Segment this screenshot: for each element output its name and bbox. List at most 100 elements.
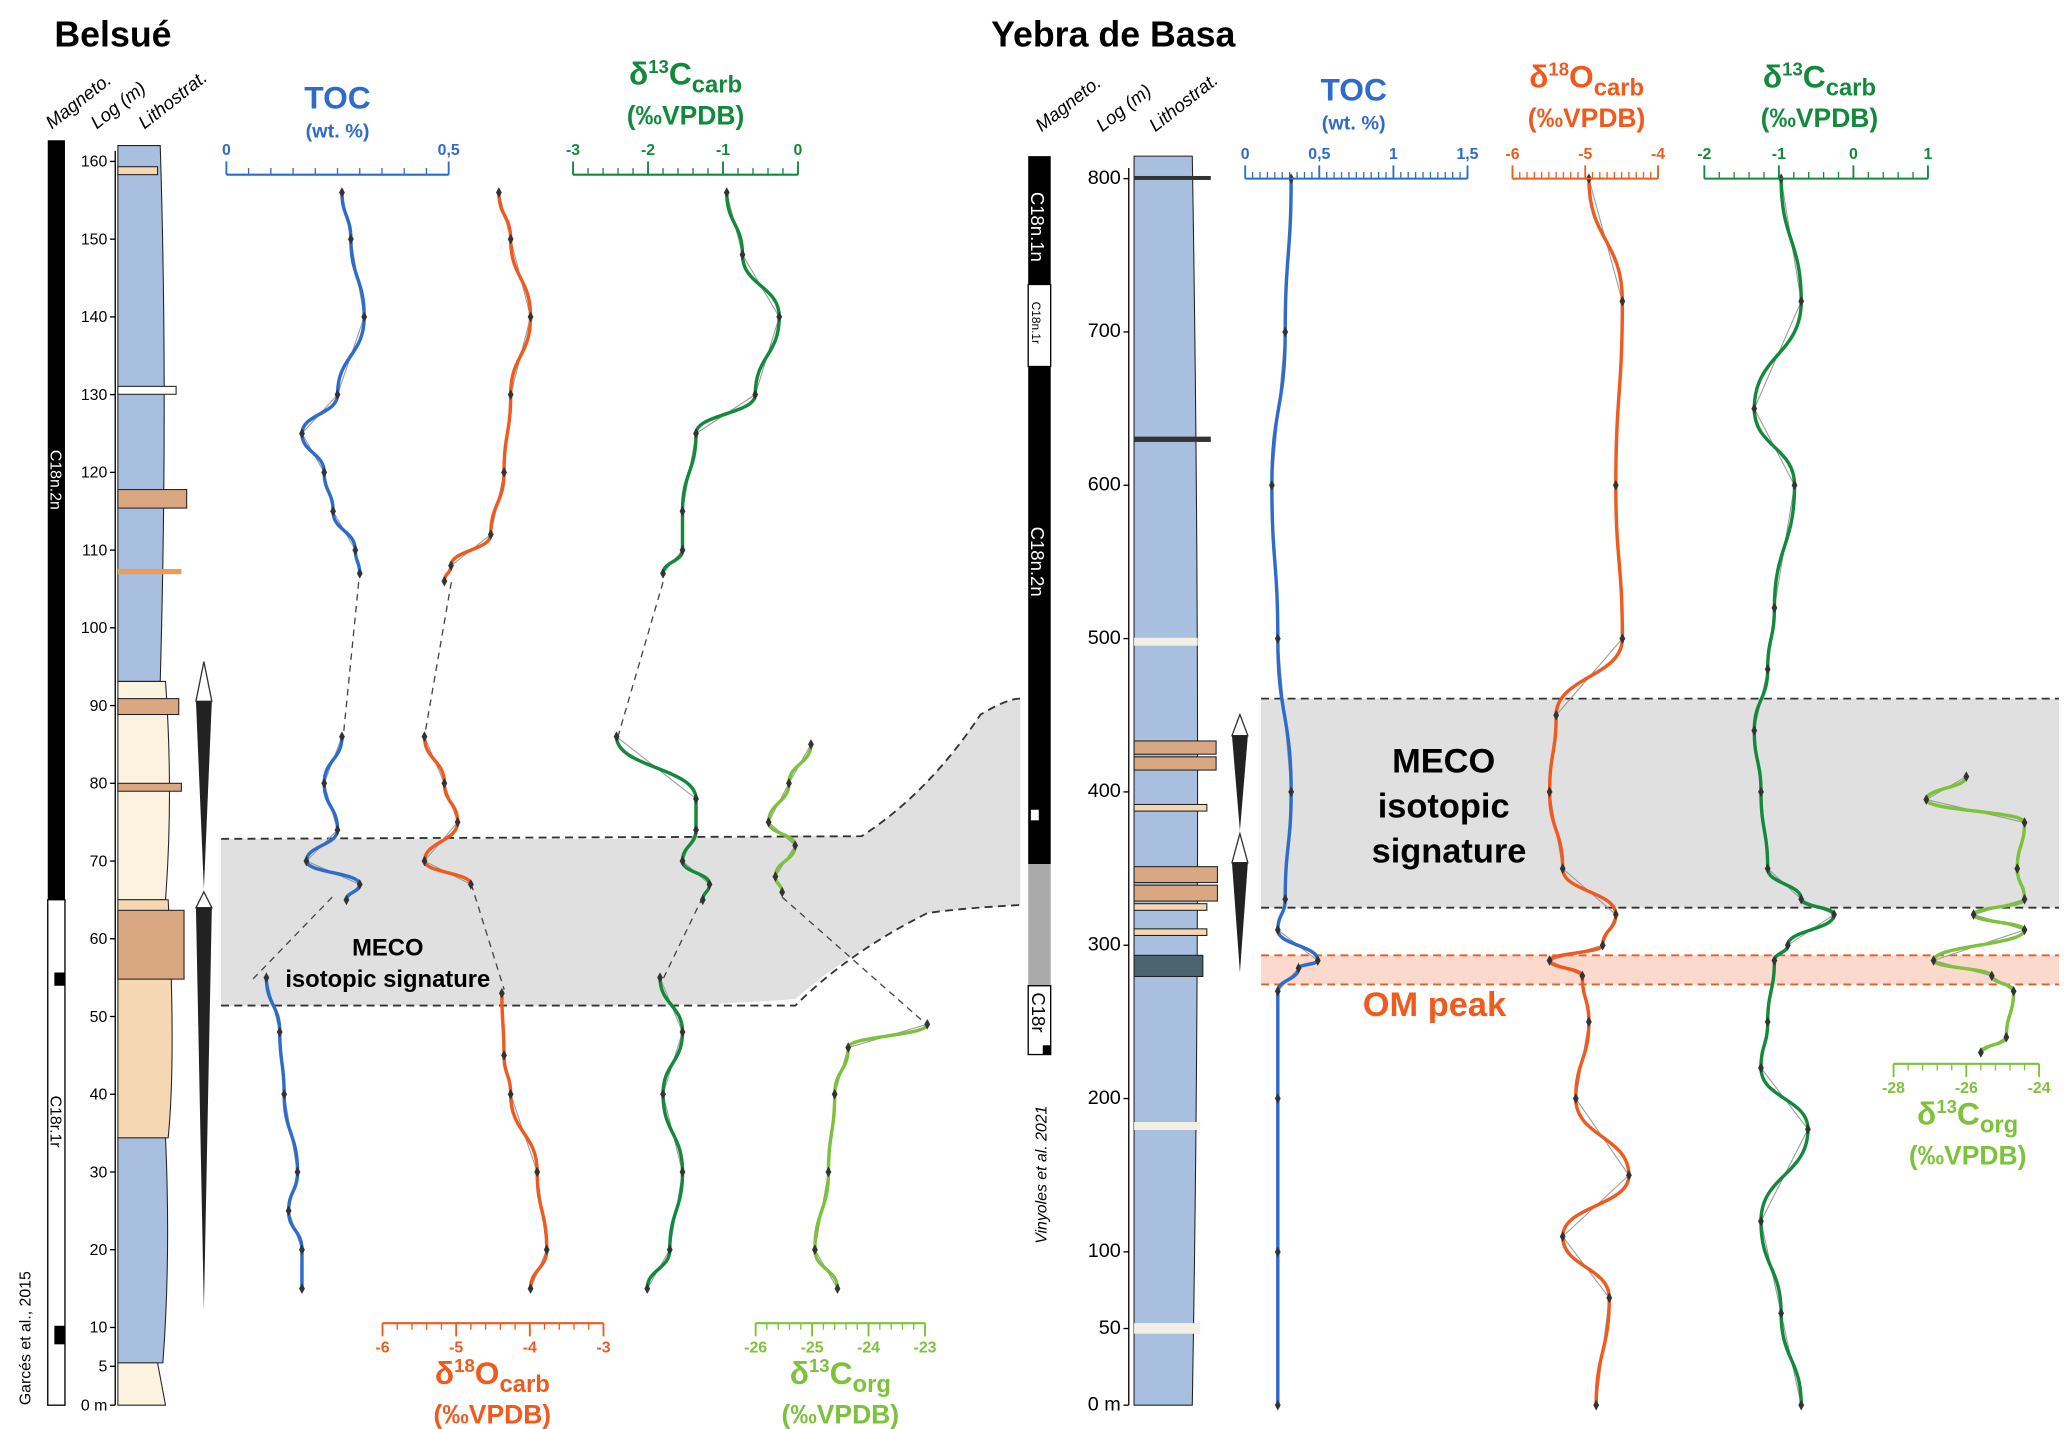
magnetozone-c18n1r: C18n.1r: [1029, 302, 1043, 344]
data-point: [924, 1018, 931, 1030]
title-element: C: [1803, 58, 1826, 94]
tick-label: 0: [1241, 146, 1250, 163]
tick-label: -2: [641, 142, 655, 159]
tick-label: -3: [596, 1339, 610, 1356]
data-point: [2021, 893, 2028, 905]
tick-label: -26: [744, 1339, 767, 1356]
series-unit: (‰VPDB): [434, 1400, 552, 1429]
data-point: [1771, 602, 1778, 614]
title-isotope: 18: [454, 1355, 475, 1376]
data-point: [1758, 786, 1764, 798]
data-point: [356, 568, 363, 579]
data-point: [1579, 970, 1586, 982]
data-point: [706, 879, 713, 890]
tick-label: -6: [375, 1339, 389, 1356]
smoothed-curve: [661, 192, 781, 574]
data-point: [739, 249, 746, 260]
value-axis-belsue-3: -26-25-24-23: [744, 1322, 937, 1356]
series-layer: [263, 173, 2028, 1411]
smoothed-curve: [442, 192, 533, 582]
data-point: [527, 311, 534, 323]
depth-tick-label: 600: [1088, 474, 1121, 496]
data-point: [1764, 1016, 1771, 1028]
tick-label: 1: [1389, 146, 1398, 163]
depth-tick-label: 130: [81, 387, 108, 404]
depth-tick-label: 90: [90, 698, 108, 715]
title-element: O: [475, 1355, 500, 1391]
data-point: [330, 505, 336, 517]
title-element: C: [830, 1355, 853, 1391]
data-point: [1963, 771, 1970, 782]
depth-tick-label: 60: [90, 931, 108, 948]
tick-label: 1,5: [1456, 146, 1478, 163]
title-delta: δ: [1529, 58, 1548, 94]
depth-tick-label: 20: [90, 1242, 108, 1259]
tick-label: 0: [794, 142, 803, 159]
tick-label: 0,5: [1308, 146, 1330, 163]
yebra-meco-label-2: isotopic: [1378, 788, 1510, 826]
data-point: [1771, 955, 1778, 966]
tick-label: -6: [1505, 146, 1519, 163]
title-element: C: [1957, 1096, 1980, 1132]
data-point: [1599, 939, 1606, 951]
data-point: [1791, 479, 1798, 491]
series-belsue-1: [421, 187, 550, 1294]
title-isotope: 13: [809, 1355, 830, 1376]
header-lithostrat: Lithostrat.: [134, 66, 211, 133]
depth-tick-label: 0 m: [1088, 1393, 1121, 1415]
data-point: [2021, 924, 2028, 936]
yebra-lithology-column: [1133, 155, 1218, 1406]
series-yebra-0: [1268, 173, 1321, 1411]
data-point: [1758, 1062, 1764, 1074]
data-point: [1612, 479, 1619, 491]
data-point: [693, 428, 699, 439]
series-title: δ13Corg: [1917, 1096, 2018, 1139]
series-unit: (‰VPDB): [782, 1400, 900, 1429]
data-point: [263, 972, 270, 983]
data-point: [507, 1088, 514, 1100]
data-point: [1593, 1399, 1600, 1411]
title-delta: δ: [1763, 58, 1782, 94]
tick-label: -25: [801, 1339, 824, 1356]
data-point: [845, 1042, 852, 1053]
data-point: [321, 778, 328, 789]
tick-label: -5: [449, 1339, 463, 1356]
raw-data-line: [501, 993, 548, 1289]
magnetozone-c18n2n: C18n.2n: [1027, 527, 1048, 597]
raw-data-line: [646, 977, 684, 1289]
depth-tick-label: 150: [81, 231, 108, 248]
data-point: [294, 1166, 301, 1178]
yebra-trend-triangles: [1231, 712, 1249, 973]
smoothed-curve: [813, 1023, 929, 1289]
raw-data-line: [814, 1023, 928, 1289]
belsue-magnetostratigraphy: C18n.2n C18r.1r Garcés et al., 2015: [18, 140, 66, 1406]
data-point: [679, 1166, 686, 1178]
tick-label: -5: [1578, 146, 1592, 163]
value-axis-belsue-1: -6-5-4-3: [375, 1322, 611, 1356]
data-point: [495, 187, 502, 198]
smoothed-curve: [264, 977, 304, 1289]
data-point: [534, 1166, 541, 1178]
series-belsue-2: [613, 187, 783, 1294]
tick-label: -24: [857, 1339, 880, 1356]
data-point: [507, 233, 514, 245]
data-point: [303, 855, 310, 867]
smoothed-curve: [1270, 178, 1320, 1406]
data-point: [1798, 893, 1805, 905]
belsue-meco-sublabel: isotopic signature: [285, 966, 490, 993]
data-point: [299, 1244, 305, 1256]
tick-label: -26: [1955, 1080, 1978, 1097]
data-point: [1274, 985, 1281, 997]
depth-tick-label: 40: [90, 1087, 108, 1104]
title-subscript: carb: [692, 72, 742, 99]
om-peak-label: OM peak: [1363, 986, 1507, 1024]
data-point: [2014, 863, 2021, 874]
data-point: [1831, 909, 1837, 920]
data-point: [2010, 985, 2017, 997]
series-title: δ13Ccarb: [1763, 58, 1876, 101]
depth-tick-label: 110: [82, 542, 107, 559]
series-belsue-0: [263, 187, 368, 1294]
data-point: [765, 816, 772, 828]
